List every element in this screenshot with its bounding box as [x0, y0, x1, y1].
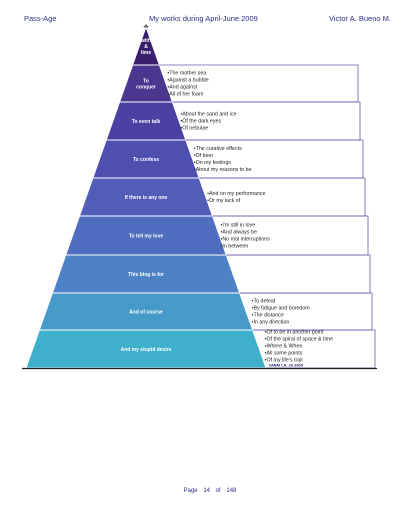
pyramid-level-label: And of course	[129, 310, 163, 316]
callout-box	[199, 177, 366, 217]
bullet-item: •Of to be in another point	[265, 330, 324, 336]
bullet-item: •And against	[167, 85, 197, 91]
bullet-item: •About my reasons to be	[194, 167, 252, 173]
bullet-item: •All some points	[265, 351, 303, 357]
total-pages: 148	[226, 488, 237, 494]
pyramid-level-label: with&time	[140, 38, 151, 56]
bullet-item: •Of the dark eyes	[180, 119, 221, 125]
bullet-item: •No mal interruptions	[221, 237, 271, 243]
document-title: My works during April-June 2009	[149, 14, 258, 23]
author-name: Victor A. Bueno M.	[329, 14, 391, 23]
bullet-item: •To defeat	[252, 299, 276, 305]
bullet-item: •Of beer	[194, 153, 214, 159]
bullet-item: •In between	[221, 244, 249, 250]
document-name: Pass-Age	[24, 14, 57, 23]
pyramid-level-label: And my stupid desire	[121, 347, 172, 353]
bullet-item: •Where & When	[265, 344, 303, 350]
page-word: Page	[183, 488, 198, 494]
bullet-item: •In any direction	[252, 320, 290, 326]
bullet-item: •Or my lack of	[207, 198, 241, 204]
signature-text: VABM I.A. 26 2009	[269, 363, 304, 368]
bullet-item: •Of my life's trail	[265, 358, 303, 364]
bullet-item: •By fatigue and boredom	[252, 306, 311, 312]
bullet-item: •The mother sea	[167, 71, 206, 77]
pyramid-level-label: To tell my love	[129, 234, 164, 240]
bullet-item: •Against a bubble	[167, 78, 208, 84]
bullet-item: •Of the spiral of space & time	[265, 337, 333, 343]
bullet-item: •About the sand and ice	[180, 112, 236, 118]
page-number: 14	[203, 488, 210, 494]
bullet-item: •On my feelings	[194, 160, 232, 166]
of-word: of	[215, 488, 221, 494]
callout-box	[226, 254, 371, 294]
pyramid-level-label: To even talk	[132, 119, 161, 125]
pyramid-level-label: This blog is for	[128, 272, 164, 278]
bullet-item: •All of her foam	[167, 92, 204, 98]
bullet-item: •The curative effects	[194, 146, 242, 152]
bullet-item: •The distance	[252, 313, 284, 319]
bullet-item: •And on my performance	[207, 191, 265, 197]
bullet-item: •I'm still in love	[221, 223, 256, 229]
pyramid-level-label: If there is any one	[125, 195, 168, 201]
bullet-item: •Of nebulae	[180, 126, 208, 132]
bullet-item: •And always be	[221, 230, 257, 236]
page-footer: Page 14 of 148	[0, 488, 420, 494]
pyramid-level-label: To confess	[133, 157, 159, 163]
